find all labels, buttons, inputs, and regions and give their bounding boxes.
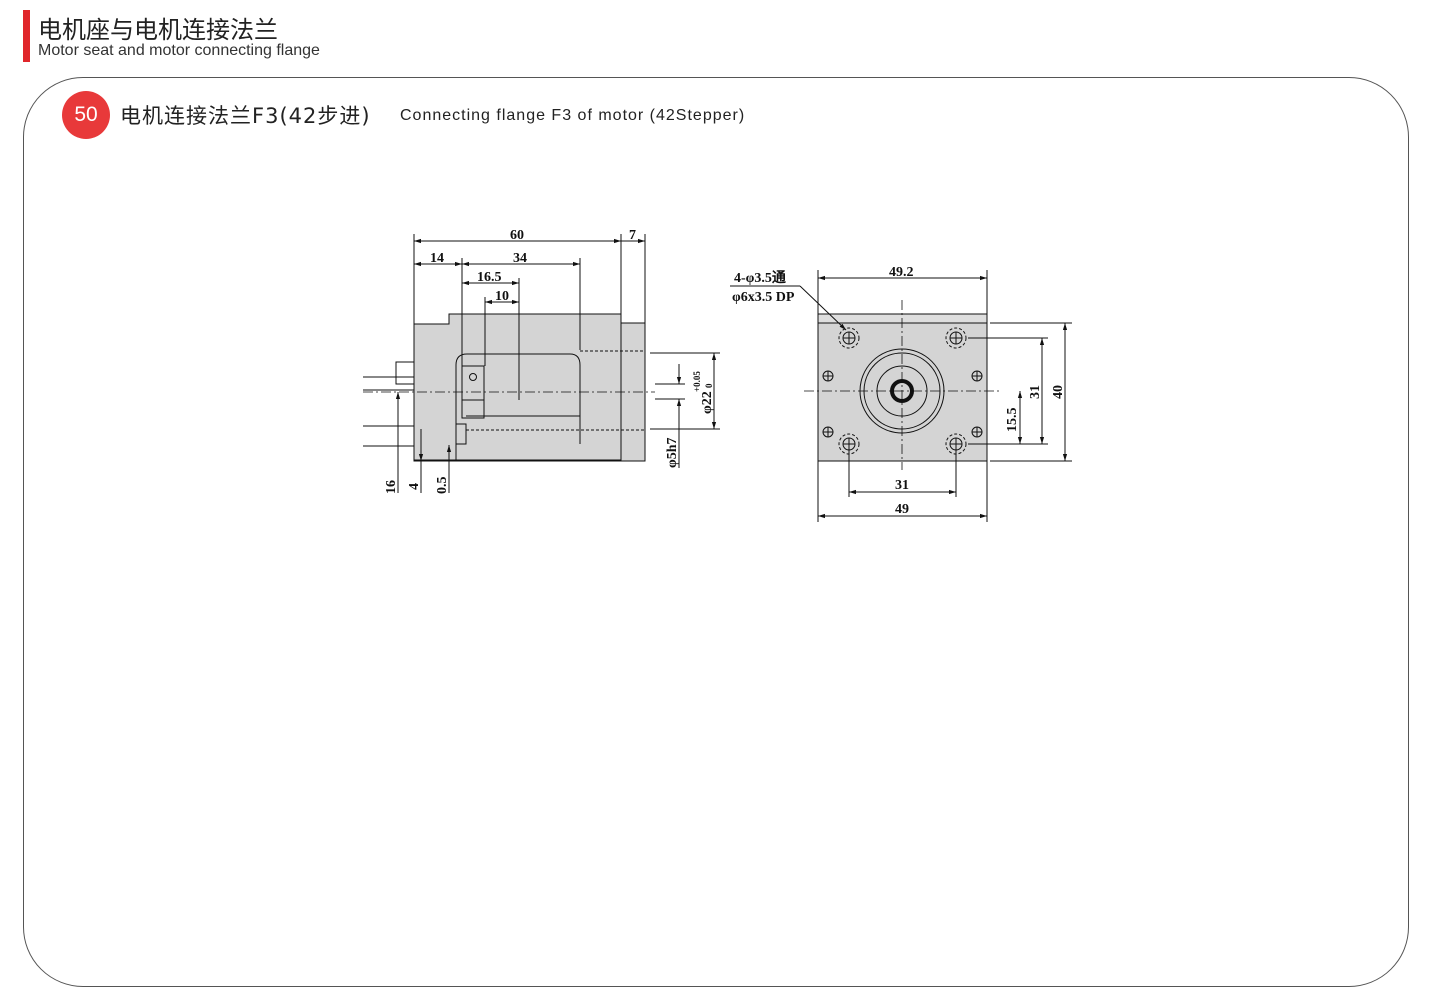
dim-16-5: 16.5 bbox=[477, 270, 502, 285]
dim-49-2: 49.2 bbox=[889, 265, 914, 280]
page-title-cn: 电机座与电机连接法兰 bbox=[38, 16, 278, 44]
dim-0-5: 0.5 bbox=[435, 477, 450, 495]
dim-10: 10 bbox=[495, 289, 509, 304]
dim-49: 49 bbox=[895, 502, 909, 517]
front-view: 49.2 31 49 31 40 15.5 4-φ3.5通 φ6x3.5 DP bbox=[730, 265, 1072, 522]
side-view: 60 7 14 34 16.5 10 16 4 0.5 φ22 +0.05 0 … bbox=[363, 228, 720, 494]
dim-31-h: 31 bbox=[895, 478, 909, 493]
dim-14: 14 bbox=[430, 251, 444, 266]
item-title-cn: 电机连接法兰F3(42步进) bbox=[120, 104, 371, 128]
dim-bore-tol-upper: +0.05 bbox=[692, 371, 702, 392]
mounting-holes bbox=[822, 370, 983, 438]
item-number-badge: 50 bbox=[62, 91, 110, 139]
page-title-en: Motor seat and motor connecting flange bbox=[38, 42, 320, 59]
dim-7: 7 bbox=[629, 228, 636, 243]
hole-note-line2: φ6x3.5 DP bbox=[732, 290, 795, 305]
item-title-en: Connecting flange F3 of motor (42Stepper… bbox=[400, 107, 746, 124]
dim-bore: φ22 bbox=[700, 391, 715, 414]
section-accent-bar bbox=[23, 10, 30, 62]
dim-31-v: 31 bbox=[1028, 385, 1043, 399]
dim-4: 4 bbox=[407, 483, 422, 490]
dim-bore-tol-lower: 0 bbox=[704, 383, 714, 388]
drawing-panel bbox=[23, 77, 1409, 987]
hole-note-line1: 4-φ3.5通 bbox=[734, 270, 786, 286]
dim-40: 40 bbox=[1051, 385, 1066, 399]
dim-34: 34 bbox=[513, 251, 527, 266]
dim-60: 60 bbox=[510, 228, 524, 243]
dim-shaft: φ5h7 bbox=[665, 437, 680, 468]
dim-15-5: 15.5 bbox=[1005, 408, 1020, 433]
dim-16: 16 bbox=[384, 480, 399, 494]
